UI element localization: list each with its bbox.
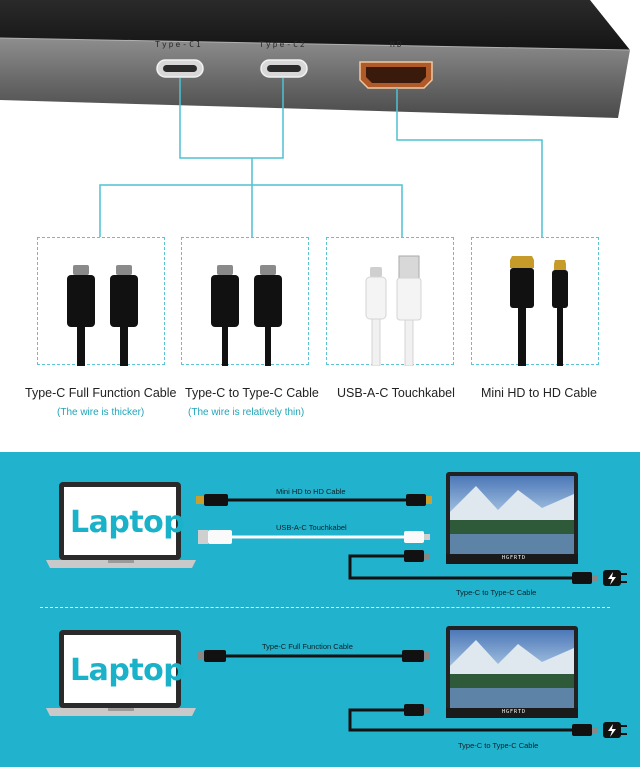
setup1-label-usb-a-c: USB-A-C Touchkabel — [276, 523, 347, 532]
usb-a-c-cable-icon — [365, 255, 422, 366]
cable-name-usb-a-c: USB-A-C Touchkabel — [337, 386, 455, 400]
setup-1-cables — [196, 494, 627, 738]
cable-note-typec-typec: (The wire is relatively thin) — [188, 407, 305, 418]
monitor-edge — [0, 0, 631, 118]
cable-name-typec-full: Type-C Full Function Cable — [25, 386, 177, 400]
mini-hd-cable-icon — [510, 256, 568, 366]
cable-card-typec-typec — [181, 237, 309, 366]
port-label-hd: HD — [390, 40, 404, 49]
port-label-typec2: Type-C2 — [259, 40, 307, 49]
setup1-label-power: Type-C to Type-C Cable — [456, 588, 537, 597]
section-divider — [40, 607, 610, 608]
typec-cable-icon — [211, 265, 282, 366]
cable-name-mini-hd: Mini HD to HD Cable — [481, 386, 598, 400]
monitor-brand-1: HGFRTD — [502, 555, 527, 561]
cable-card-mini-hd-hd — [471, 237, 599, 366]
laptop-icon — [46, 482, 196, 568]
cable-card-typec-full — [37, 237, 165, 366]
typec-full-cable-icon — [67, 265, 138, 366]
portable-monitor-icon — [446, 472, 578, 564]
connector-lines — [99, 78, 543, 237]
cable-note-typec-full: (The wire is thicker) — [57, 407, 145, 418]
port-label-typec1: Type-C1 — [155, 40, 203, 49]
setup1-label-mini-hd: Mini HD to HD Cable — [276, 487, 346, 496]
setup2-label-power: Type-C to Type-C Cable — [458, 741, 539, 750]
portable-monitor-icon — [446, 626, 578, 718]
laptop-label-2: Laptop — [70, 653, 185, 688]
cable-name-typec-typec: Type-C to Type-C Cable — [185, 386, 319, 400]
laptop-icon — [46, 630, 196, 716]
monitor-brand-2: HGFRTD — [502, 709, 527, 715]
laptop-label-1: Laptop — [70, 505, 185, 540]
setup2-label-typec-full: Type-C Full Function Cable — [262, 642, 353, 651]
cable-card-usb-a-c — [326, 237, 454, 366]
